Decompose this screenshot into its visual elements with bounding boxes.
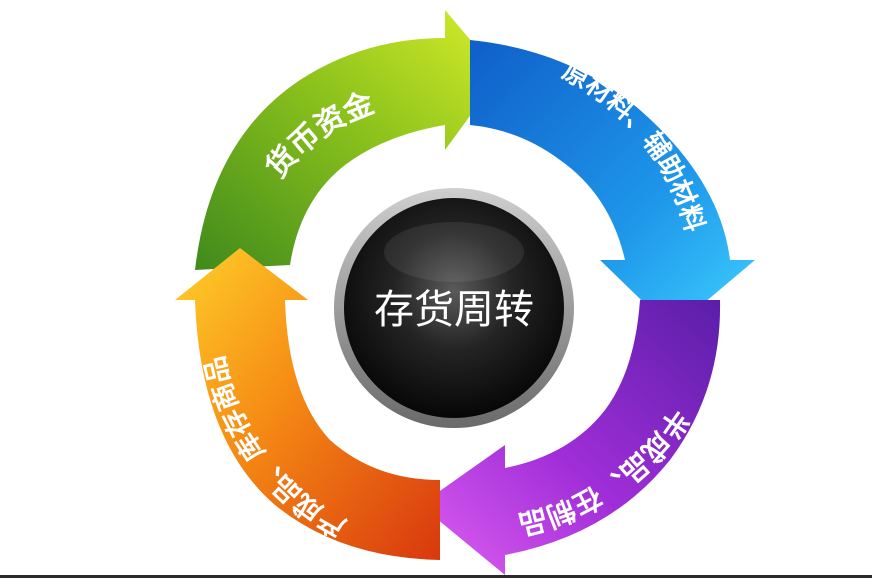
center-hub-highlight [384, 222, 524, 282]
segment-money-arrow [195, 10, 500, 270]
segment-semi-arrow [420, 300, 721, 575]
segment-finished-arrow [175, 248, 440, 560]
frame-bottom-border [0, 575, 872, 578]
segment-raw-arrow [470, 40, 755, 330]
center-label: 存货周转 [374, 287, 534, 333]
center-hub [344, 198, 564, 418]
